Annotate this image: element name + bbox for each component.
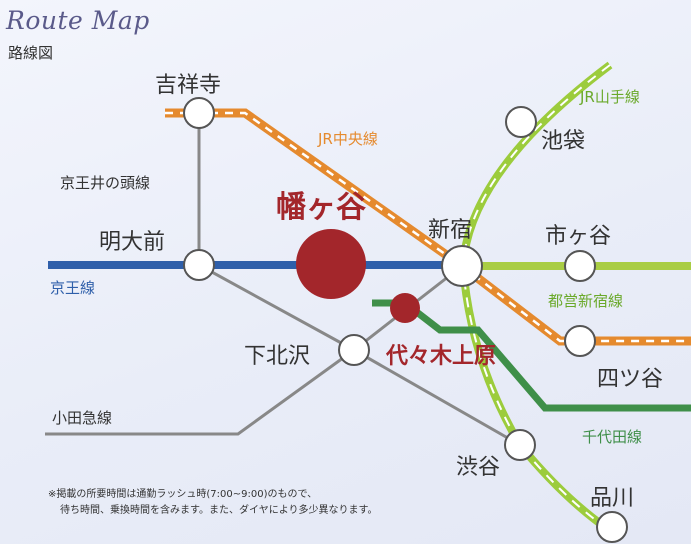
- line-label-odakyu: 小田急線: [52, 409, 113, 427]
- station-label-hatagaya: 幡ヶ谷: [276, 190, 366, 225]
- station-marker-ichigaya: [564, 250, 596, 282]
- line-label-chiyoda: 千代田線: [582, 428, 643, 446]
- station-label-shinagawa: 品川: [590, 486, 635, 511]
- station-label-kichijoji: 吉祥寺: [155, 73, 222, 98]
- station-marker-shimokitazawa: [338, 334, 370, 366]
- station-label-shinjuku: 新宿: [428, 218, 473, 243]
- footnote: ※掲載の所要時間は通勤ラッシュ時(7:00~9:00)のもので、 待ち時間、乗換…: [48, 487, 378, 519]
- station-label-ichigaya: 市ヶ谷: [545, 224, 612, 249]
- footnote-line-2: 待ち時間、乗換時間を含みます。また、ダイヤにより多少異なります。: [60, 505, 378, 516]
- station-label-shimokitazawa: 下北沢: [244, 344, 311, 369]
- footnote-line-1: ※掲載の所要時間は通勤ラッシュ時(7:00~9:00)のもので、: [48, 489, 318, 500]
- station-label-meidaimae: 明大前: [99, 230, 166, 255]
- line-label-yamanote: JR山手線: [580, 88, 640, 106]
- inokashira-line: [197, 112, 521, 447]
- station-marker-shinagawa: [596, 511, 628, 543]
- station-marker-shinjuku: [441, 245, 483, 287]
- line-label-keio: 京王線: [50, 279, 96, 297]
- station-marker-kichijoji: [183, 97, 215, 129]
- line-label-toei-shinjuku: 都営新宿線: [548, 292, 624, 310]
- station-label-yotsuya: 四ツ谷: [597, 367, 664, 392]
- station-marker-ikebukuro: [505, 106, 537, 138]
- line-label-inokashira: 京王井の頭線: [60, 174, 151, 192]
- line-label-chuo: JR中央線: [318, 130, 378, 148]
- station-label-ikebukuro: 池袋: [541, 129, 586, 154]
- map-subtitle: 路線図: [8, 44, 54, 62]
- station-label-yoyogiuehara: 代々木上原: [386, 344, 497, 369]
- station-marker-yotsuya: [564, 325, 596, 357]
- station-marker-meidaimae: [183, 249, 215, 281]
- map-title: Route Map: [6, 6, 150, 35]
- station-marker-yoyogiuehara: [390, 293, 420, 323]
- station-marker-shibuya: [504, 429, 536, 461]
- station-label-shibuya: 渋谷: [456, 455, 501, 480]
- station-marker-hatagaya: [296, 229, 366, 299]
